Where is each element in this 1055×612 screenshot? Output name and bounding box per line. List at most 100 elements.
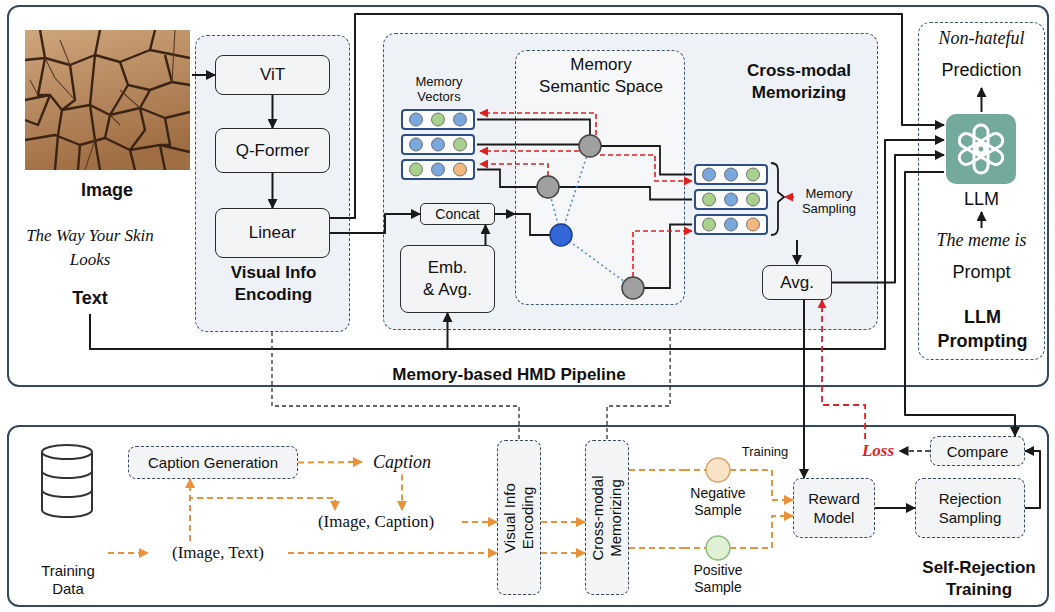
positive-sample-dot: [706, 536, 730, 560]
vector-cell: [703, 218, 716, 231]
process-box: Avg.: [762, 265, 832, 300]
memory-vector: [402, 160, 474, 179]
node-text: (Image, Caption): [318, 512, 434, 532]
database-top: [42, 445, 92, 459]
vector-cell: [454, 113, 467, 126]
process-box: Caption Generation: [128, 446, 298, 479]
node-text: Visual Info Encoding: [201, 262, 346, 306]
process-box: Emb. & Avg.: [400, 245, 495, 313]
connector: [981, 88, 983, 112]
prompt-input: The meme is Prompt: [928, 228, 1035, 290]
text-label: Memory Sampling: [793, 186, 865, 216]
node-text: Positive Sample: [684, 562, 752, 596]
query-node: [550, 224, 572, 246]
node-text: Prediction: [928, 60, 1035, 81]
sampled-to-avg: [796, 240, 798, 264]
node-text: Linear: [249, 223, 296, 243]
node-text: Image: [22, 180, 192, 201]
vector-cell: [703, 193, 716, 206]
llm-logo: [957, 125, 1006, 173]
node-text: Q-Former: [236, 141, 310, 161]
logo-petal: [957, 131, 988, 157]
process-box: Concat: [420, 203, 495, 225]
vector-cell: [432, 163, 445, 176]
vector-cell: [410, 113, 423, 126]
process-box: Reward Model: [793, 478, 875, 538]
node-text: Rejection Sampling: [925, 489, 1015, 527]
vector-cell: [454, 163, 467, 176]
text-label: Training: [736, 444, 794, 459]
vector-cell: [432, 138, 445, 151]
node-text: Memory Semantic Space: [534, 54, 668, 98]
data-pair: (Image, Text): [148, 541, 288, 565]
node-text: Memory-based HMD Pipeline: [299, 365, 719, 385]
node-text: Emb. & Avg.: [421, 257, 474, 301]
memory-vector: [402, 135, 474, 154]
sampling-arrow: [785, 196, 794, 198]
text-label: Memory Vectors: [400, 74, 478, 104]
node-text: The meme is: [928, 230, 1035, 251]
module-group: LLM Prompting Non-hatefulPredictionLLM The…: [918, 22, 1045, 360]
vector-cell: [703, 168, 716, 181]
memory-vector: [695, 190, 767, 209]
vector-cell: [410, 138, 423, 151]
module-box: Cross-modal Memorizing: [585, 440, 629, 595]
module-box: Visual Info Encoding: [497, 440, 541, 595]
node-text: Loss: [862, 441, 894, 461]
node-text: (Image, Text): [172, 543, 264, 563]
node-text: Compare: [947, 443, 1009, 460]
node-text: LLM: [944, 189, 1019, 210]
node-text: Negative Sample: [684, 485, 752, 519]
process-box: Rejection Sampling: [915, 478, 1025, 538]
prediction-output: Non-hatefulPrediction: [928, 28, 1035, 88]
vector-cell: [725, 218, 738, 231]
llm-icon: [946, 114, 1016, 184]
training-panel: Self-Rejection Training Training Data (Ima…: [7, 425, 1049, 607]
vector-cell: [747, 193, 760, 206]
node-text: Self-Rejection Training: [914, 557, 1044, 601]
database-layers: [42, 471, 92, 497]
memory-node: [579, 135, 601, 157]
node-text: Cross-modal Memorizing: [729, 60, 869, 104]
node-text: Avg.: [780, 273, 814, 293]
memory-node: [537, 176, 559, 198]
vector-cell: [747, 218, 760, 231]
connector: [485, 225, 487, 245]
vector-cell: [432, 113, 445, 126]
vector-cell: [410, 163, 423, 176]
vector-cell: [725, 193, 738, 206]
connector: [108, 552, 148, 554]
memory-vector: [695, 215, 767, 234]
node-text: Prompt: [928, 262, 1035, 283]
memory-node: [622, 277, 644, 299]
vector-cell: [454, 138, 467, 151]
connector: [192, 74, 215, 76]
cracked-earth: [25, 30, 190, 170]
node-text: Non-hateful: [928, 28, 1035, 49]
process-box: Q-Former: [215, 128, 330, 173]
process-box: ViT: [215, 55, 330, 95]
vector-cell: [747, 168, 760, 181]
node-text: ViT: [260, 65, 285, 85]
node-text: Text: [15, 288, 165, 309]
connector: [272, 95, 274, 128]
database-body: [42, 452, 92, 517]
data-item: Caption: [362, 450, 442, 475]
node-text: LLM Prompting: [929, 305, 1036, 353]
node-text: Training Data: [28, 562, 108, 598]
photo-ground: [25, 30, 190, 170]
node-text: The Way Your Skin Looks: [20, 224, 160, 272]
negative-sample-dot: [706, 458, 730, 482]
node-text: Caption: [373, 452, 431, 473]
connector: [981, 212, 983, 228]
loss-label: Loss: [857, 439, 900, 463]
process-box: Linear: [215, 208, 330, 258]
node-text: Reward Model: [799, 489, 869, 527]
connector: [272, 173, 274, 208]
connector: [495, 213, 515, 215]
fine-cracks: [30, 30, 175, 170]
node-text: Caption Generation: [148, 454, 278, 471]
connector: [875, 507, 915, 509]
vector-cell: [725, 168, 738, 181]
text-input: The Way Your Skin LooksText: [15, 222, 165, 314]
